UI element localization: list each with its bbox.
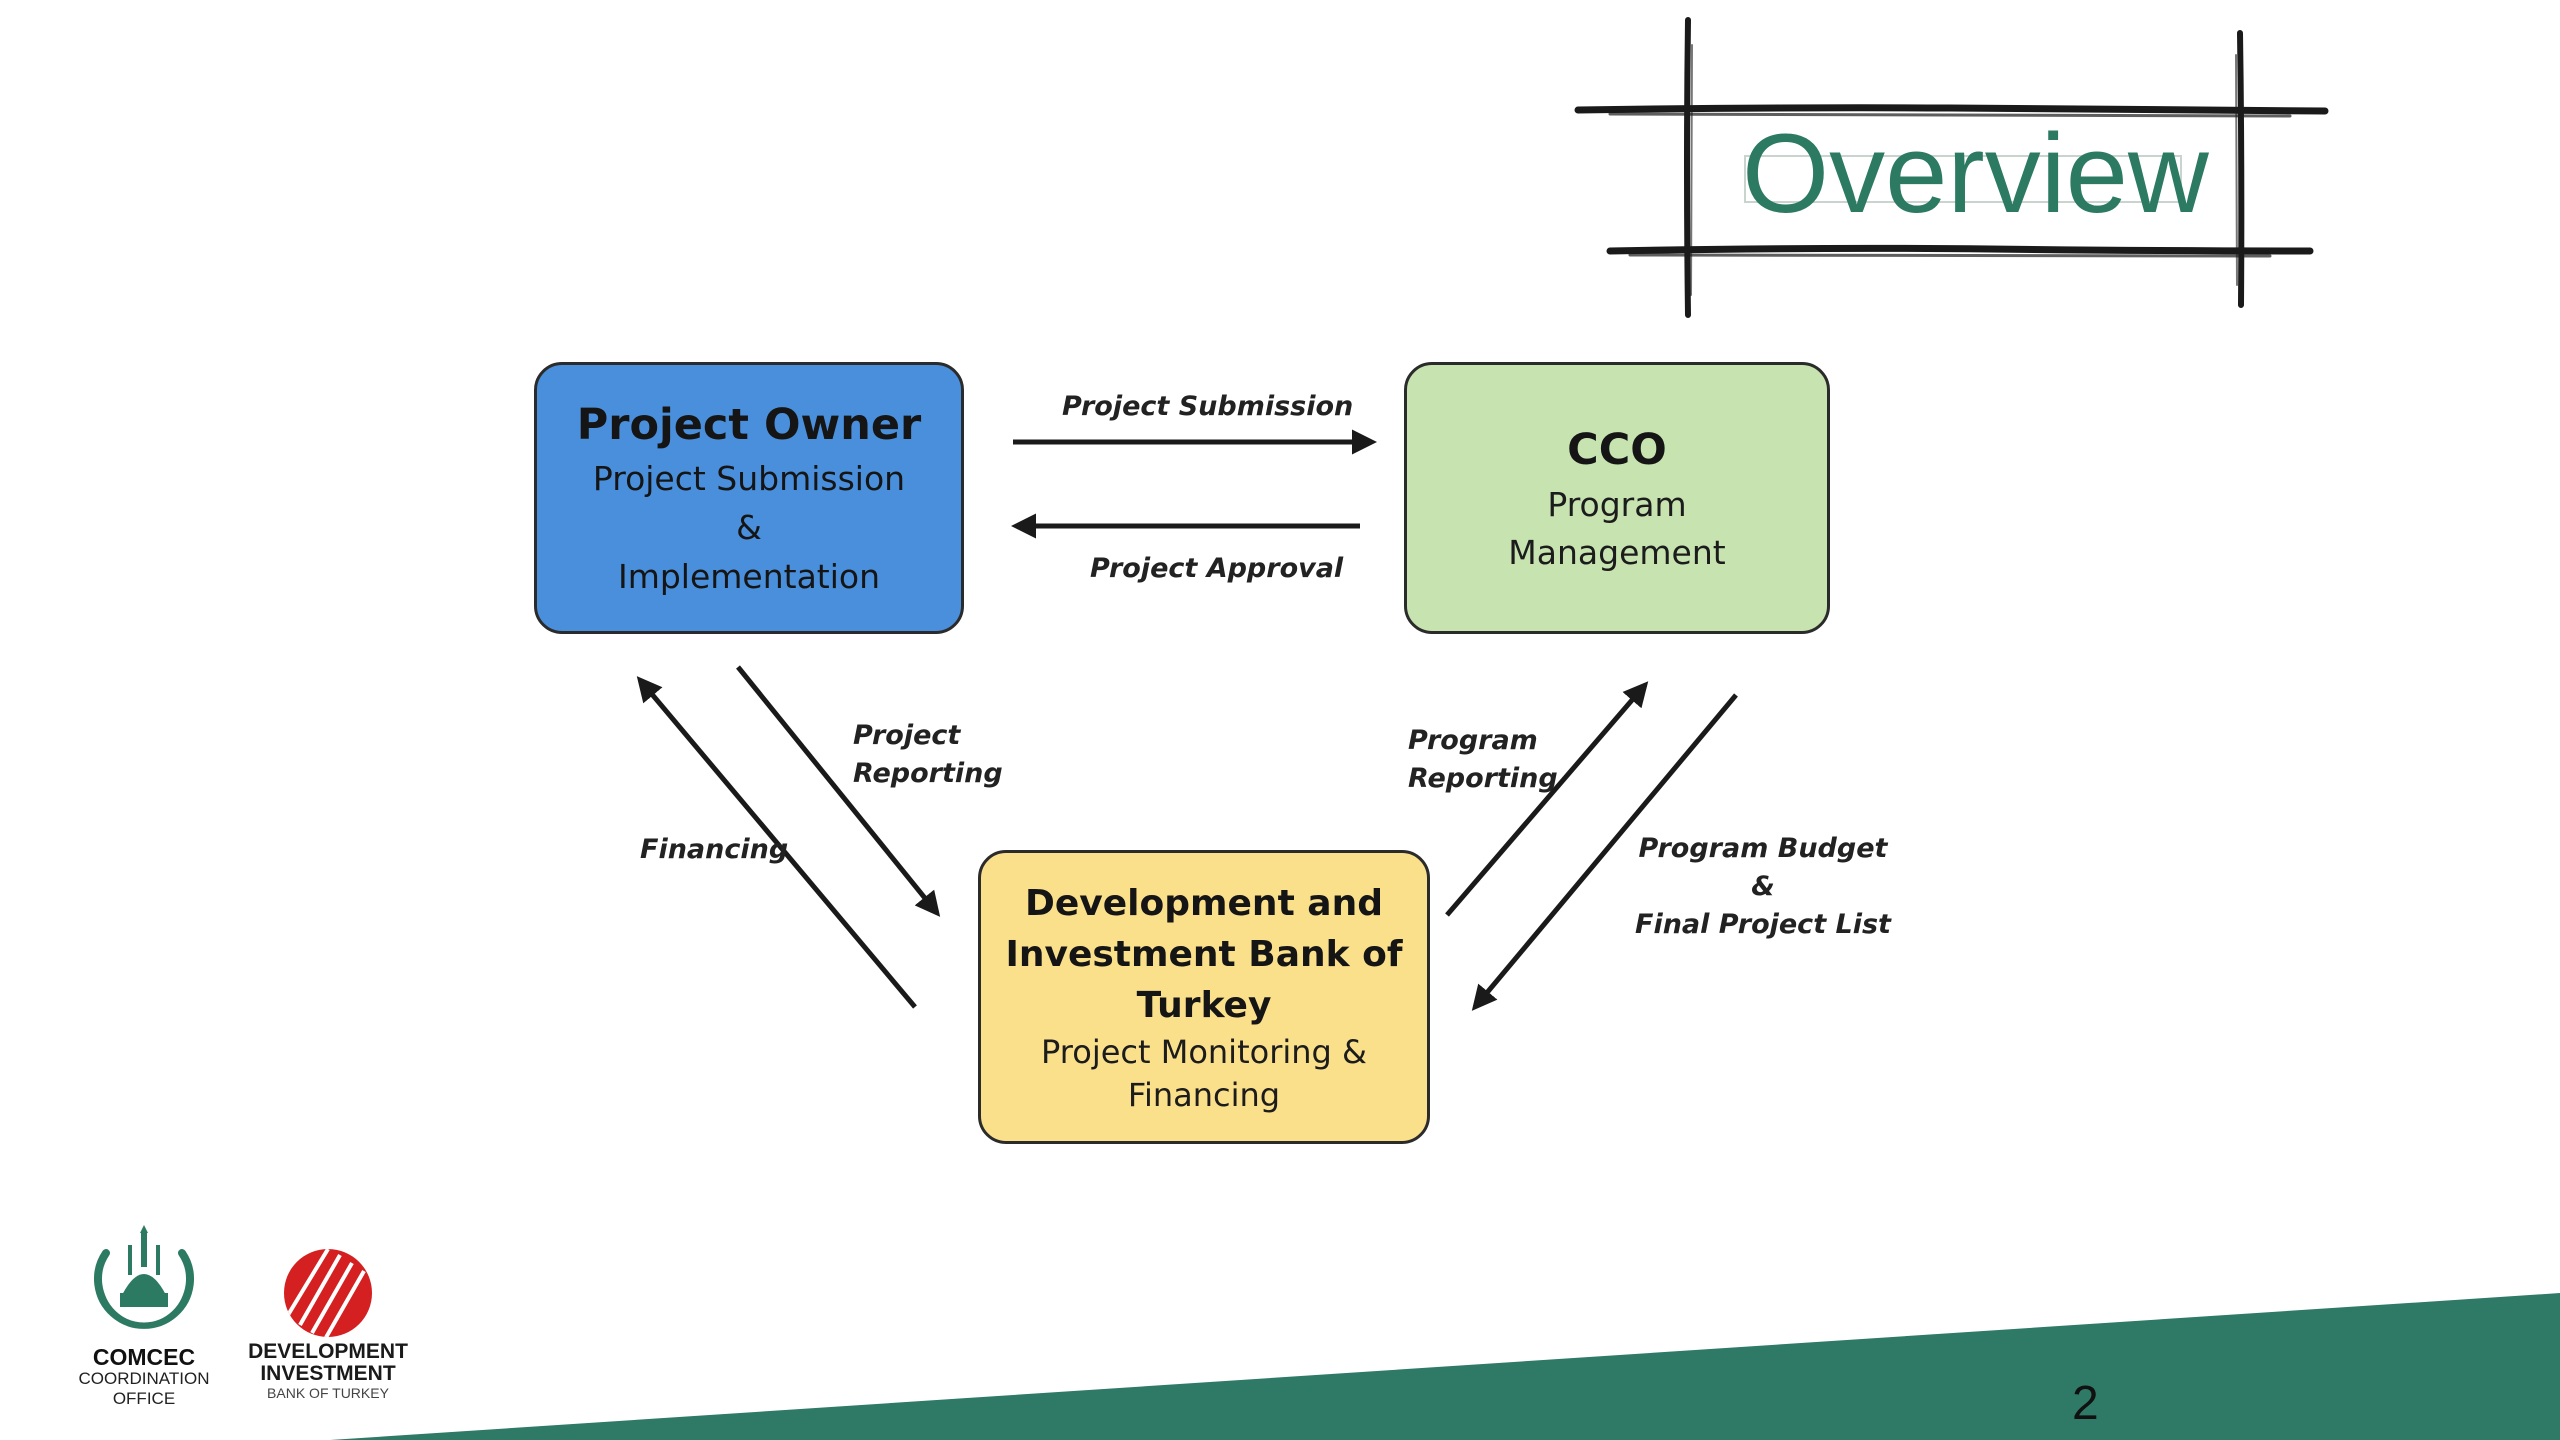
- edge-label-line: Project: [853, 720, 961, 751]
- node-subtitle-line: Program: [1547, 485, 1687, 524]
- edge-label-line: Program: [1408, 725, 1538, 756]
- edge-label-program-budget: Program Budget & Final Project List: [1635, 830, 1891, 944]
- comcec-emblem-icon: [94, 1225, 194, 1329]
- comcec-subtitle: COORDINATION: [78, 1369, 210, 1388]
- page-number: 2: [2072, 1377, 2099, 1430]
- node-subtitle-line: Financing: [1127, 1075, 1281, 1114]
- arrow-program-budget: [1471, 693, 1738, 1011]
- edge-label-line: Reporting: [1408, 763, 1558, 794]
- edge-label-project-submission: Project Submission: [1062, 391, 1354, 422]
- edge-label-project-approval: Project Approval: [1090, 553, 1344, 584]
- node-subtitle-line: Project Submission: [592, 458, 906, 498]
- node-subtitle-line: Implementation: [617, 556, 881, 596]
- node-subtitle-line: Management: [1508, 533, 1726, 572]
- node-subtitle-line: Project Monitoring &: [1041, 1032, 1367, 1071]
- node-cco: CCO Program Management: [1404, 362, 1830, 634]
- arrow-project-reporting: [736, 665, 941, 917]
- comcec-name: COMCEC: [92, 1344, 196, 1370]
- title-frame: [1574, 17, 2329, 318]
- edge-label-financing: Financing: [640, 834, 789, 865]
- dib-name-line: BANK OF TURKEY: [267, 1385, 389, 1401]
- slide-title: Overview: [1742, 111, 2209, 236]
- edge-label-line: Final Project List: [1635, 909, 1891, 940]
- node-title-line: Turkey: [1136, 984, 1272, 1026]
- node-title: CCO: [1567, 425, 1667, 475]
- dib-emblem-icon: [284, 1249, 372, 1337]
- edge-label-line: Program Budget: [1638, 833, 1888, 864]
- node-title: Project Owner: [576, 399, 922, 450]
- node-project-owner: Project Owner Project Submission & Imple…: [534, 362, 964, 634]
- node-title-line: Investment Bank of: [1005, 933, 1403, 975]
- node-development-bank: Development and Investment Bank of Turke…: [978, 850, 1430, 1144]
- dib-name-line: INVESTMENT: [260, 1362, 396, 1385]
- edge-label-program-reporting: Program Reporting: [1408, 722, 1558, 798]
- comcec-logo: COMCEC COORDINATION OFFICE: [64, 1225, 224, 1415]
- edge-label-line: &: [1751, 871, 1775, 902]
- title-box: [1744, 155, 2182, 203]
- arrow-program-reporting: [1445, 681, 1649, 917]
- edge-label-project-reporting: Project Reporting: [853, 717, 1003, 793]
- dib-name-line: DEVELOPMENT: [248, 1340, 408, 1363]
- comcec-subtitle: OFFICE: [112, 1389, 176, 1408]
- development-investment-bank-logo: DEVELOPMENT INVESTMENT BANK OF TURKEY: [236, 1245, 420, 1420]
- node-title-line: Development and: [1024, 882, 1383, 924]
- arrow-financing: [636, 676, 917, 1009]
- node-subtitle-line: &: [736, 507, 762, 547]
- edge-label-line: Reporting: [853, 758, 1003, 789]
